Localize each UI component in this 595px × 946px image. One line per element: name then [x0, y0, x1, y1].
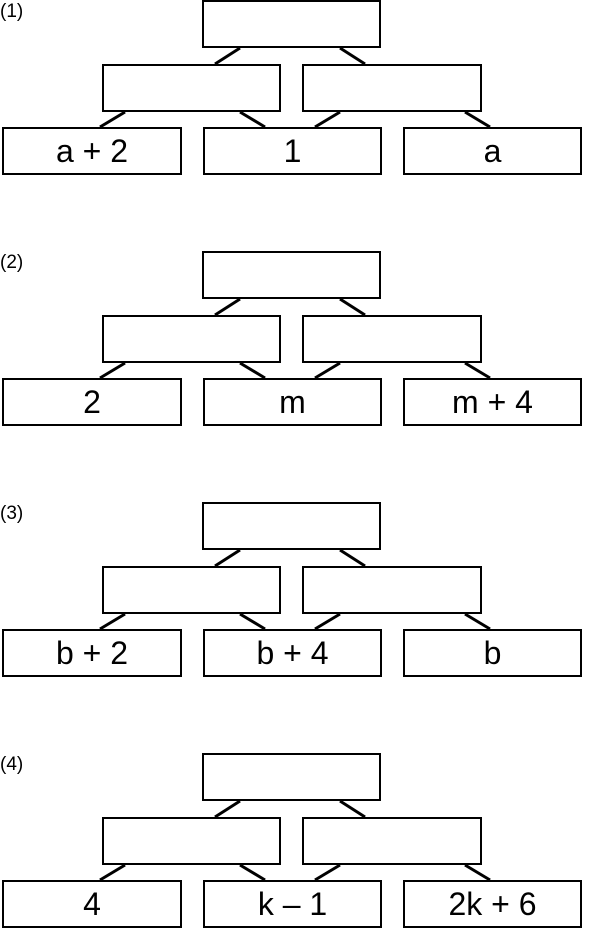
bottom-left-brick: 2	[2, 378, 182, 426]
bottom-left-brick: a + 2	[2, 127, 182, 175]
bottom-right-brick: a	[403, 127, 582, 175]
top-brick[interactable]	[202, 251, 381, 299]
connector-lines	[99, 799, 491, 882]
middle-left-brick[interactable]	[102, 315, 281, 363]
bottom-middle-brick: b + 4	[203, 629, 382, 677]
bottom-middle-brick: 1	[203, 127, 382, 175]
problem-number: (3)	[0, 503, 24, 524]
top-brick[interactable]	[202, 502, 381, 550]
middle-right-brick[interactable]	[302, 817, 482, 865]
problem-number: (2)	[0, 252, 24, 273]
problem-number: (4)	[0, 754, 24, 775]
bottom-right-brick: b	[403, 629, 582, 677]
connector-lines	[99, 46, 491, 129]
bottom-left-brick: 4	[2, 880, 182, 928]
middle-left-brick[interactable]	[102, 566, 281, 614]
problem-number: (1)	[0, 1, 24, 22]
bottom-right-brick: m + 4	[403, 378, 582, 426]
bottom-middle-brick: k – 1	[203, 880, 382, 928]
middle-right-brick[interactable]	[302, 315, 482, 363]
bottom-left-brick: b + 2	[2, 629, 182, 677]
brick-pyramid-4: (4) 4 k – 1 2k + 6	[0, 753, 595, 943]
brick-pyramid-1: (1) a + 2 1 a	[0, 0, 595, 190]
top-brick[interactable]	[202, 0, 381, 48]
middle-left-brick[interactable]	[102, 817, 281, 865]
bottom-right-brick: 2k + 6	[403, 880, 582, 928]
brick-pyramid-2: (2) 2 m m + 4	[0, 251, 595, 441]
brick-pyramid-3: (3) b + 2 b + 4 b	[0, 502, 595, 692]
bottom-middle-brick: m	[203, 378, 382, 426]
connector-lines	[99, 548, 491, 631]
middle-right-brick[interactable]	[302, 64, 482, 112]
connector-lines	[99, 297, 491, 380]
middle-right-brick[interactable]	[302, 566, 482, 614]
middle-left-brick[interactable]	[102, 64, 281, 112]
top-brick[interactable]	[202, 753, 381, 801]
